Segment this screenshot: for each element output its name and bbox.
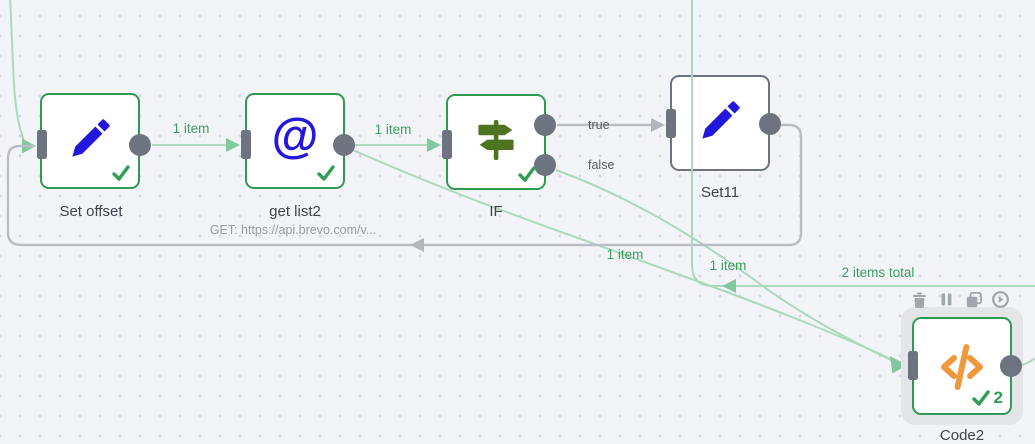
if-true-port-label: true: [588, 118, 610, 132]
disable-node-button[interactable]: [938, 291, 955, 308]
node-if[interactable]: [446, 94, 546, 190]
success-check-icon: [316, 164, 336, 182]
get-list2-output-port[interactable]: [333, 134, 355, 156]
node-get-list2[interactable]: @: [245, 93, 345, 189]
success-check-icon: 2: [971, 388, 1003, 408]
edge-label-1-item-d: 1 item: [709, 258, 747, 273]
success-check-icon: [111, 164, 131, 182]
code2-items-count: 2: [993, 388, 1003, 407]
duplicate-node-button[interactable]: [965, 291, 982, 308]
pause-icon: [941, 293, 952, 306]
node-title-if: IF: [489, 203, 503, 220]
node-title-set11: Set11: [700, 184, 740, 201]
if-false-port-label: false: [588, 158, 615, 172]
set-offset-input-port[interactable]: [37, 130, 47, 159]
pencil-icon: [67, 116, 113, 167]
if-true-output-port[interactable]: [534, 114, 556, 136]
node-set11[interactable]: [670, 75, 770, 171]
node-subtitle-get-list2: GET: https://api.brevo.com/v...: [209, 223, 377, 237]
arrowhead-set-offset-input: [22, 138, 36, 154]
arrowhead-set11-input: [651, 118, 665, 132]
edge-code2-output-outgoing[interactable]: [1021, 357, 1035, 366]
duplicate-icon: [966, 291, 982, 308]
set11-output-port[interactable]: [759, 113, 781, 135]
arrowhead-loop-direction: [410, 238, 424, 252]
edge-label-1-item-a: 1 item: [172, 121, 210, 136]
code2-output-port[interactable]: [1000, 355, 1022, 377]
set-offset-output-port[interactable]: [129, 134, 151, 156]
execute-node-button[interactable]: [992, 291, 1009, 308]
get-list2-input-port[interactable]: [241, 130, 251, 159]
node-code2[interactable]: 2: [912, 317, 1012, 415]
node-toolbar: [911, 291, 1021, 308]
if-false-output-port[interactable]: [534, 154, 556, 176]
node-title-code2: Code2: [939, 427, 985, 444]
if-input-port[interactable]: [442, 130, 452, 159]
arrowhead-get-list2-input: [226, 138, 240, 152]
node-set-offset[interactable]: [40, 93, 140, 189]
edge-label-2-items-total: 2 items total: [841, 265, 915, 280]
code-icon: [936, 341, 988, 391]
delete-node-button[interactable]: [911, 291, 928, 308]
node-title-set-offset: Set offset: [59, 203, 123, 220]
edge-incoming-to-set-offset[interactable]: [9, 0, 26, 147]
edge-label-1-item-b: 1 item: [374, 122, 412, 137]
edge-label-1-item-c: 1 item: [606, 247, 644, 262]
at-sign-icon: @: [271, 110, 319, 163]
pencil-icon: [697, 98, 743, 149]
trash-icon: [912, 292, 927, 308]
play-icon: [992, 291, 1009, 308]
signpost-icon: [472, 116, 520, 169]
code2-input-port[interactable]: [908, 351, 918, 380]
arrowhead-if-input: [427, 138, 441, 152]
set11-input-port[interactable]: [666, 109, 676, 138]
node-title-get-list2: get list2: [269, 203, 321, 220]
arrowhead-return-loop-direction: [722, 279, 736, 293]
